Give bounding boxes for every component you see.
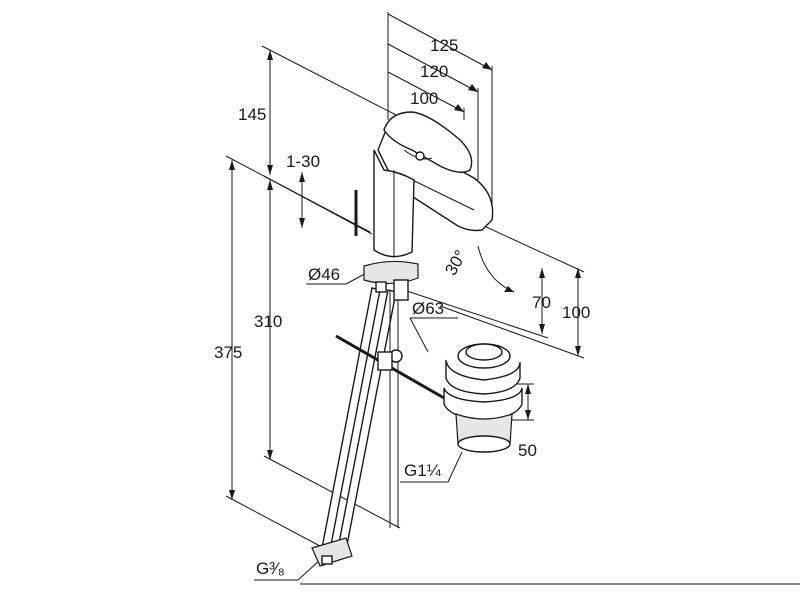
- dim-100-right-label: 100: [562, 303, 590, 322]
- arrowheads: [229, 50, 581, 500]
- thread-g1-1-4-label: G1¼: [404, 461, 442, 480]
- drain-fitting: [443, 343, 523, 453]
- drain-rod: [335, 190, 445, 400]
- dim-d46-label: Ø46: [308, 265, 340, 284]
- dim-145-label: 145: [238, 105, 266, 124]
- hose-connector: [311, 537, 353, 567]
- faucet-body: [363, 111, 494, 301]
- dim-50-label: 50: [518, 441, 537, 460]
- dim-1-30-label: 1-30: [286, 152, 320, 171]
- dim-d63-label: Ø63: [412, 299, 444, 318]
- dim-120-label: 120: [420, 62, 448, 81]
- thread-g3-8-label: G³⁄₈: [256, 559, 285, 578]
- dim-30deg-label: 30°: [441, 247, 470, 279]
- dim-310-label: 310: [254, 312, 282, 331]
- dimension-lines: [225, 12, 800, 585]
- dim-100-top-label: 100: [410, 89, 438, 108]
- supply-hoses: [321, 287, 399, 551]
- dim-125-label: 125: [430, 36, 458, 55]
- dim-70-label: 70: [532, 293, 551, 312]
- dim-375-label: 375: [214, 343, 242, 362]
